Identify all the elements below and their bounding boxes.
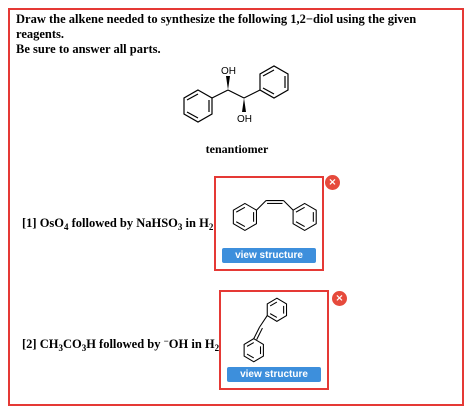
question-frame — [8, 8, 464, 406]
trans-stilbene-structure — [243, 297, 288, 363]
view-structure-button-1[interactable]: view structure — [222, 248, 316, 263]
question-line-2: Be sure to answer all parts. — [16, 42, 161, 56]
close-icon[interactable]: × — [325, 175, 340, 190]
question-text: Draw the alkene needed to synthesize the… — [16, 12, 456, 57]
oh-top-label: OH — [221, 66, 236, 77]
answer-box-2[interactable]: view structure — [219, 290, 329, 390]
oh-bottom-label: OH — [237, 114, 252, 125]
answer-box-1[interactable]: view structure — [214, 176, 324, 271]
view-structure-button-2[interactable]: view structure — [227, 367, 321, 382]
question-line-1: Draw the alkene needed to synthesize the… — [16, 12, 417, 41]
cis-stilbene-structure — [232, 200, 317, 232]
product-diol-structure: OH OH — [183, 65, 289, 125]
part-1-reagents: [1] OsO4 followed by NaHSO3 in H2O: — [22, 216, 227, 232]
enantiomer-label: tenantiomer — [205, 142, 269, 156]
part-2-reagents: [2] CH3CO3H followed by −OH in H2O: — [22, 336, 233, 353]
close-icon[interactable]: × — [332, 291, 347, 306]
